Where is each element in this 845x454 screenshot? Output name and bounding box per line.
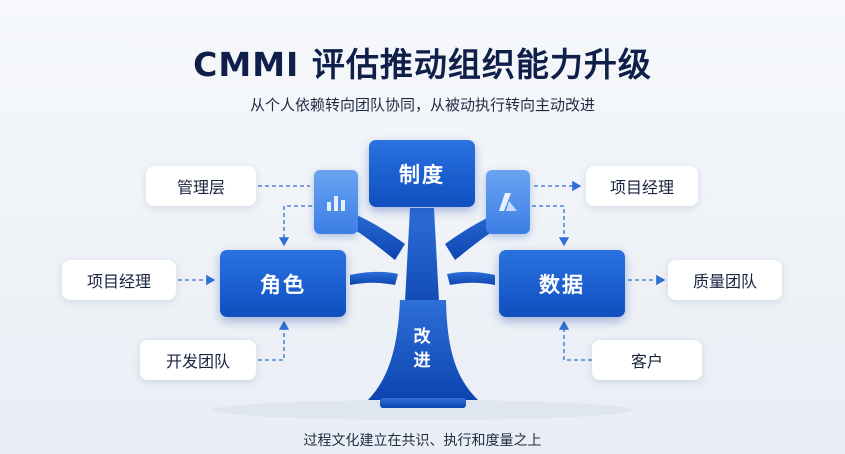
- connector-dev: [258, 320, 290, 361]
- trunk-label: 改 进: [402, 325, 442, 373]
- node-quality-team: 质量团队: [668, 260, 782, 300]
- box-system: 制度: [369, 140, 475, 207]
- trunk-char-2: 进: [413, 351, 431, 371]
- connector-to-data: [532, 205, 570, 247]
- page-title: CMMI 评估推动组织能力升级: [193, 45, 652, 84]
- tree-shape: [334, 208, 516, 408]
- node-dev-team: 开发团队: [140, 340, 256, 380]
- azure-logo-icon: [499, 193, 517, 211]
- node-customer: 客户: [592, 340, 702, 380]
- icon-box-right: [486, 170, 530, 234]
- trunk-char-1: 改: [413, 327, 431, 347]
- connector-customer: [558, 320, 592, 361]
- icon-box-left: [314, 170, 358, 234]
- node-pm-right: 项目经理: [586, 166, 698, 206]
- box-role: 角色: [220, 250, 346, 317]
- bar-chart-icon: [327, 196, 345, 211]
- footer-caption: 过程文化建立在共识、执行和度量之上: [303, 433, 542, 449]
- connector-to-role: [278, 205, 312, 247]
- node-management: 管理层: [146, 166, 256, 206]
- page-subtitle: 从个人依赖转向团队协同，从被动执行转向主动改进: [249, 96, 595, 114]
- node-pm-left: 项目经理: [62, 260, 176, 300]
- ground-shadow: [212, 400, 632, 420]
- box-data: 数据: [499, 250, 625, 317]
